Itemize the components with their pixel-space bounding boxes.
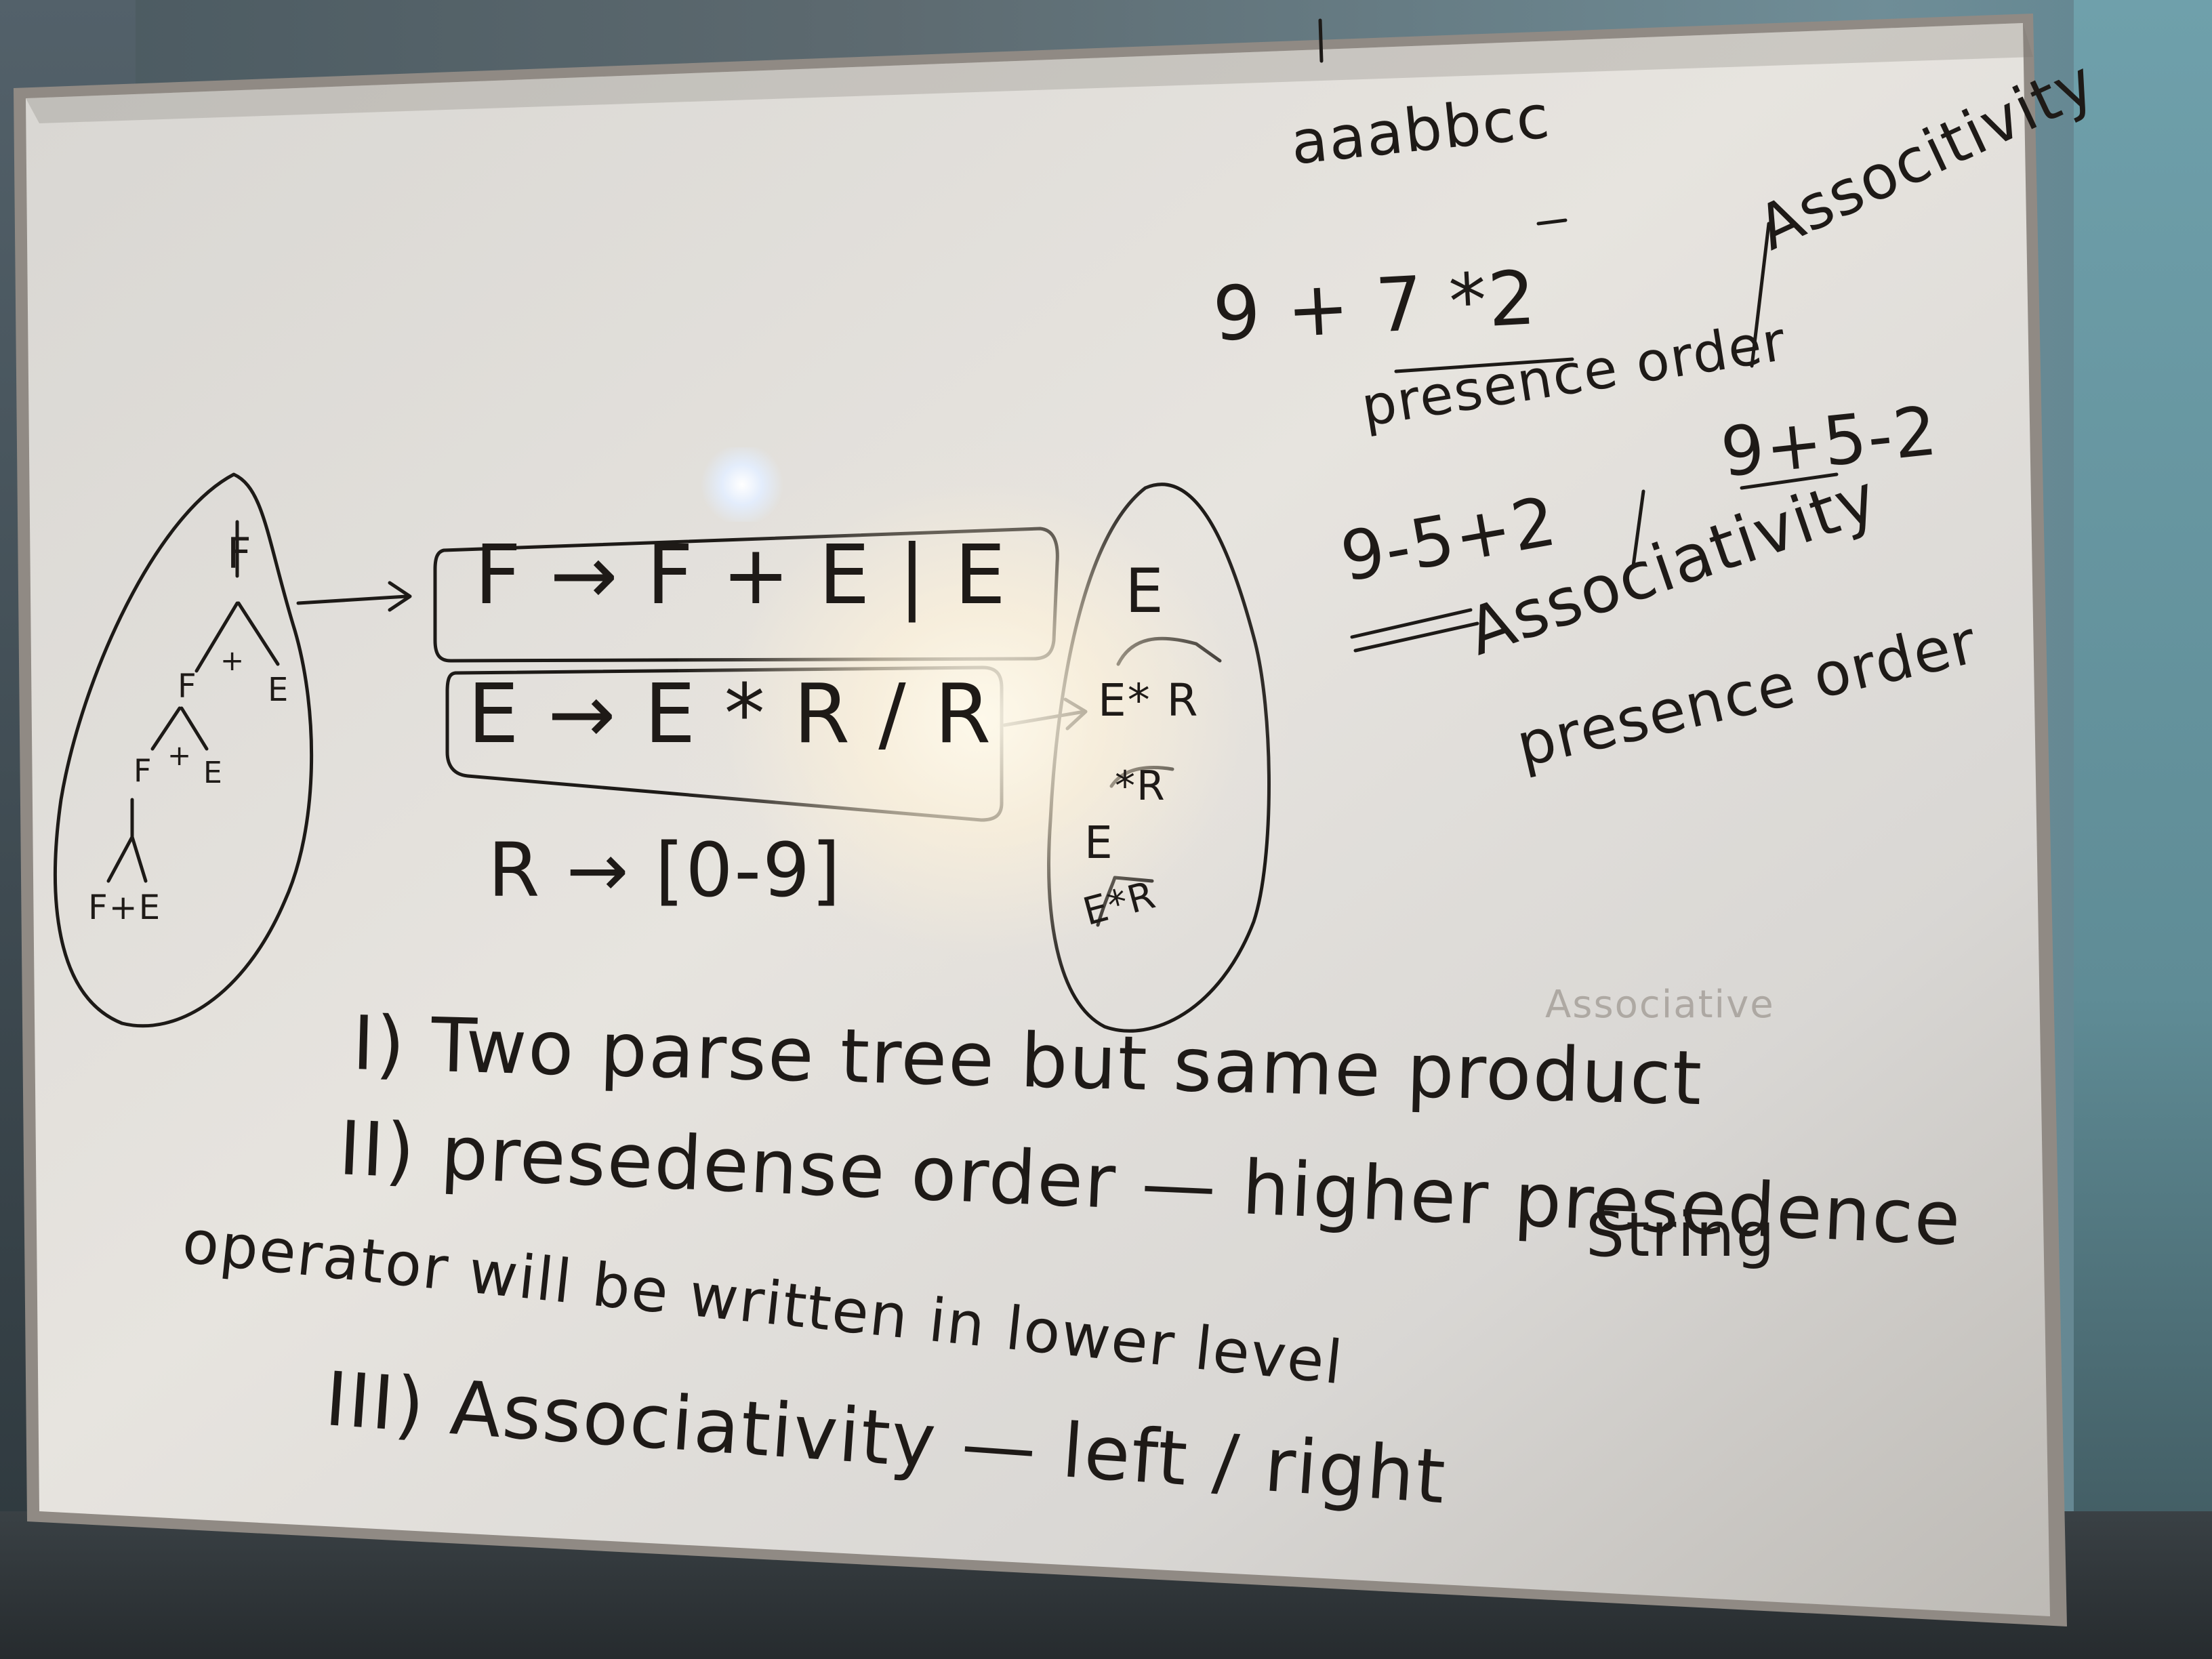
- tree-node-root: F: [227, 529, 253, 578]
- faded-text: Associative: [1545, 983, 1775, 1027]
- tree-node-plus: +: [220, 644, 246, 677]
- small-mark: [1536, 218, 1568, 226]
- underline-expr2: [1740, 472, 1839, 490]
- right-wall: [2074, 0, 2212, 1659]
- left-tree-ellipse: [54, 472, 314, 1028]
- right-tree-node: *R: [1115, 762, 1166, 810]
- tree-node-e: E: [203, 756, 224, 790]
- tree-edge: [130, 835, 148, 883]
- tree-edge: [150, 706, 182, 751]
- tree-edge: [106, 835, 134, 883]
- strike-expr3-1: [1350, 608, 1473, 639]
- tree-node-f: F: [134, 752, 153, 789]
- production-rule-3: R → [0-9]: [488, 827, 842, 914]
- divider-slash-1: [1750, 222, 1771, 368]
- tree-node-f: F: [178, 668, 198, 705]
- arrow-to-productions: [296, 594, 409, 605]
- underline-presence: [1394, 357, 1574, 373]
- tree-edge: [180, 706, 209, 751]
- strike-expr3-2: [1353, 621, 1479, 653]
- note-expression-1: 9 + 7 *2: [1210, 254, 1539, 358]
- tree-edge: [237, 601, 280, 666]
- tree-node-e: E: [268, 671, 290, 709]
- tree-node-leaf: F+E: [88, 888, 162, 927]
- small-mark: [1318, 18, 1324, 63]
- production-rule-1: F → F + E | E: [474, 529, 1008, 623]
- production-rule-2: E → E * R / R: [468, 668, 993, 762]
- right-tree-node: E: [1084, 817, 1114, 869]
- divider-slash-2: [1631, 489, 1645, 568]
- arrowhead: [388, 581, 412, 612]
- tree-node-plus: +: [167, 739, 193, 772]
- note-string: String: [1586, 1200, 1776, 1271]
- right-tree-root: E: [1125, 556, 1165, 627]
- right-tree-node: E* R: [1098, 674, 1200, 726]
- tree-edge: [194, 601, 239, 673]
